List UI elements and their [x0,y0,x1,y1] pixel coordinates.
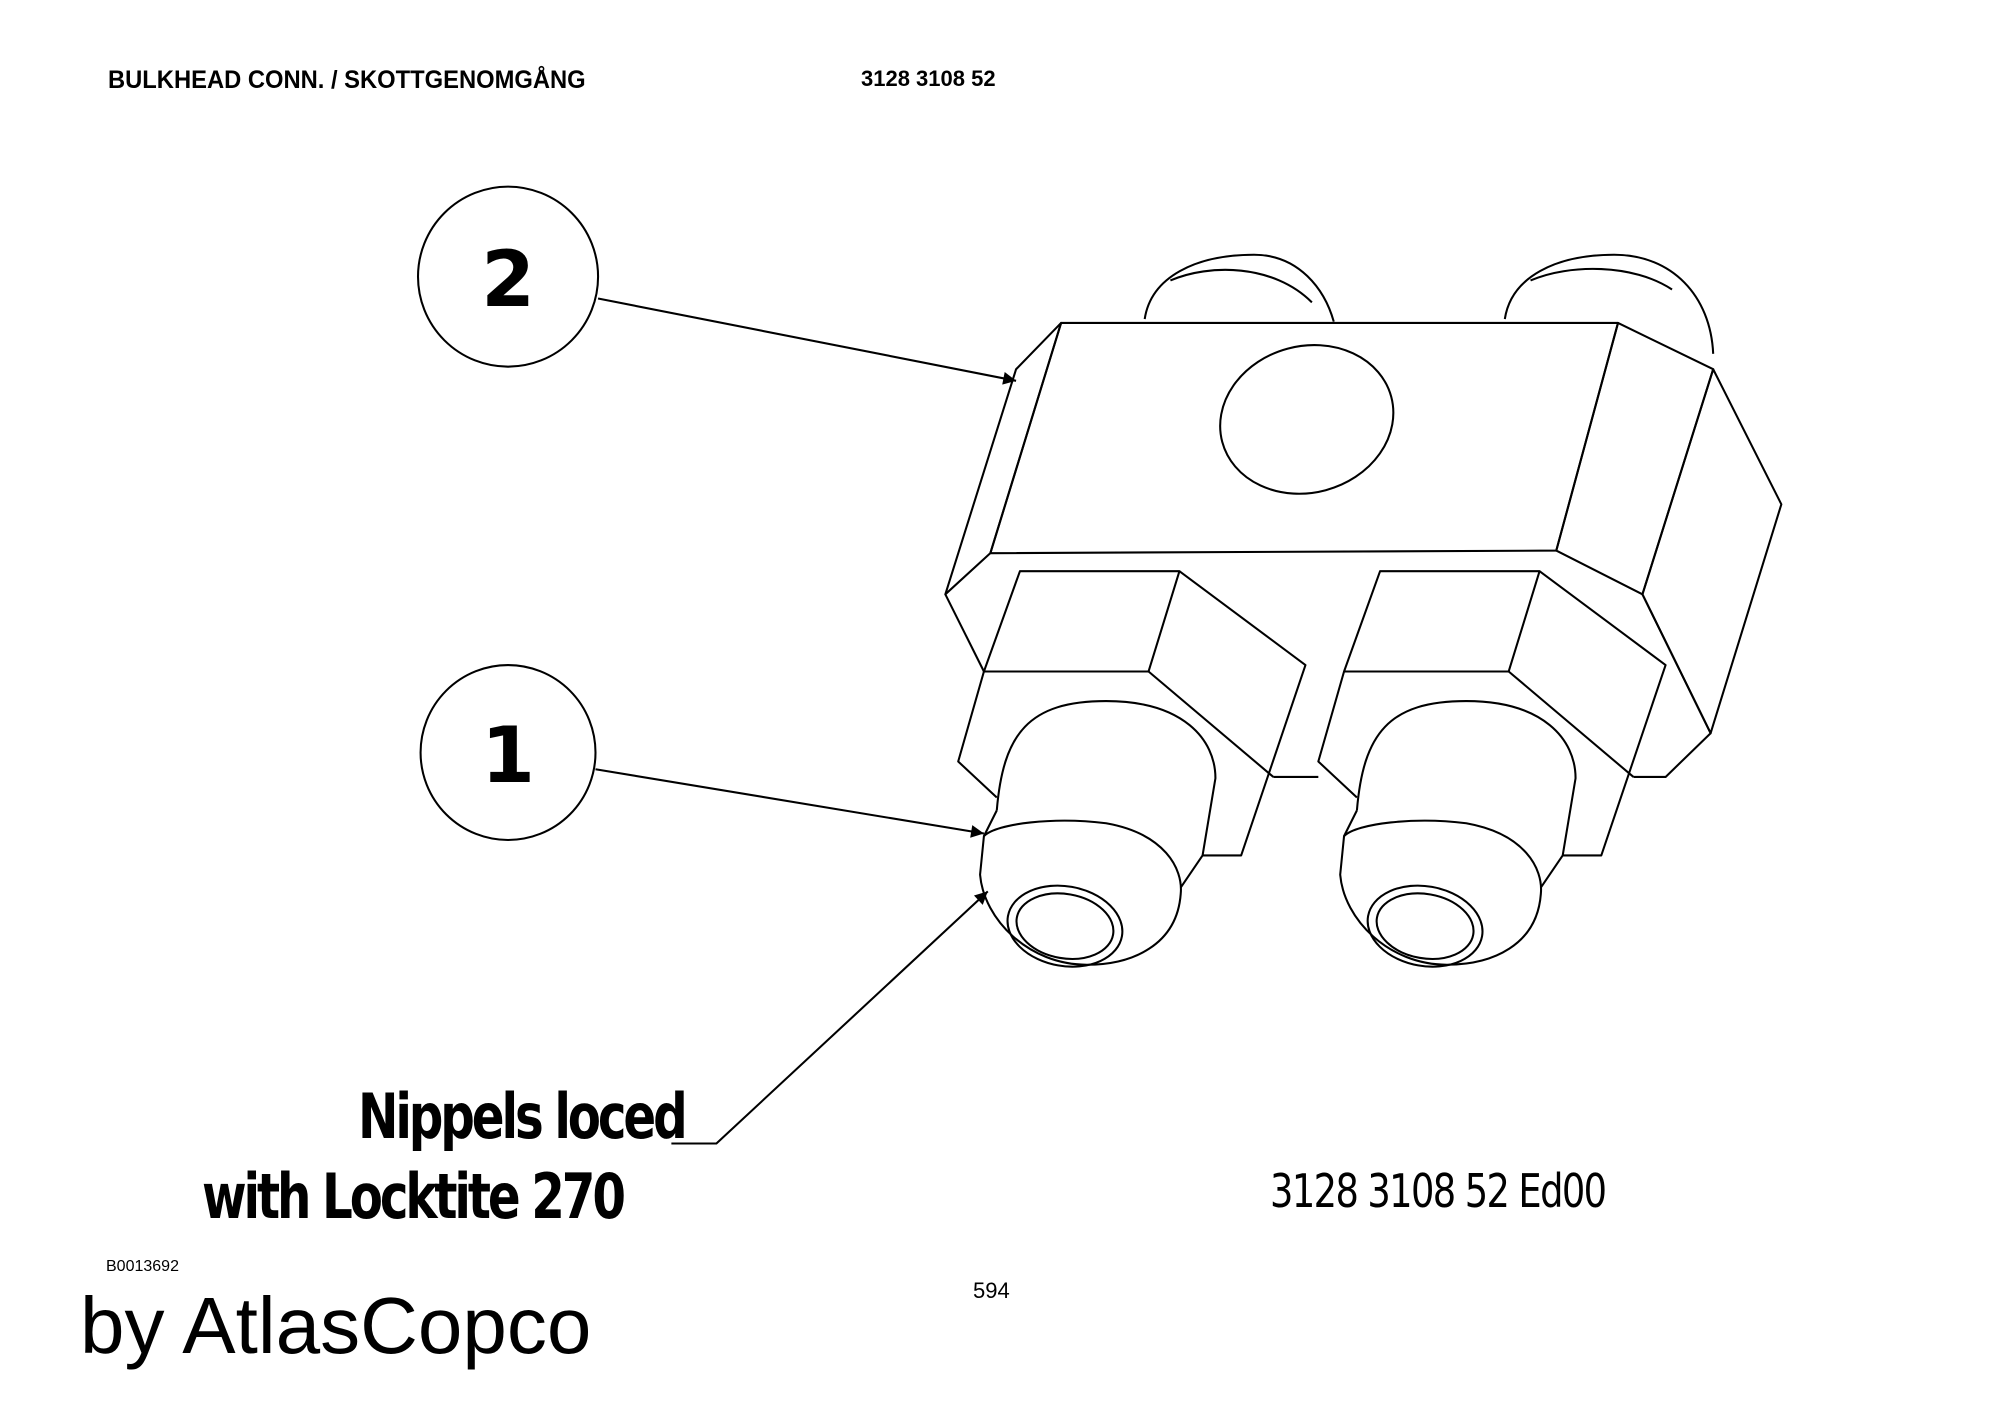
balloon-1: 1 [419,664,985,842]
balloon-1-label: 1 [481,711,535,801]
image-id: B0013692 [106,1258,179,1275]
note-line-2: with Locktite 270 [202,1160,626,1233]
brand-footer: by AtlasCopco [80,1281,592,1370]
nipple-right [1339,700,1577,968]
part-number: 3128 3108 52 [861,66,996,91]
drawing-number: 3128 3108 52 Ed00 [1270,1164,1607,1218]
nipple-left [979,700,1217,968]
document-title: BULKHEAD CONN. / SKOTTGENOMGÅNG [108,66,586,94]
hex-nut-left [957,570,1307,857]
rear-nipple-bumps [1143,253,1715,354]
connector-body [944,321,1783,778]
balloon-2: 2 [416,185,1017,385]
page-number: 594 [973,1278,1010,1303]
note-line-1: Nippels loced [358,1080,688,1153]
note-leader [671,890,989,1145]
hex-nut-right [1317,570,1667,857]
balloon-2-label: 2 [481,235,535,325]
